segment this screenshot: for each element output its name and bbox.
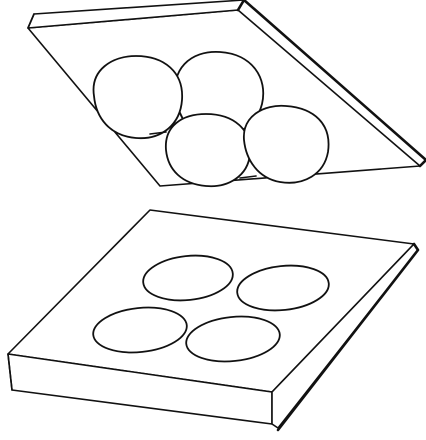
ball-front-left — [166, 114, 250, 186]
ball-back-left — [94, 56, 183, 138]
